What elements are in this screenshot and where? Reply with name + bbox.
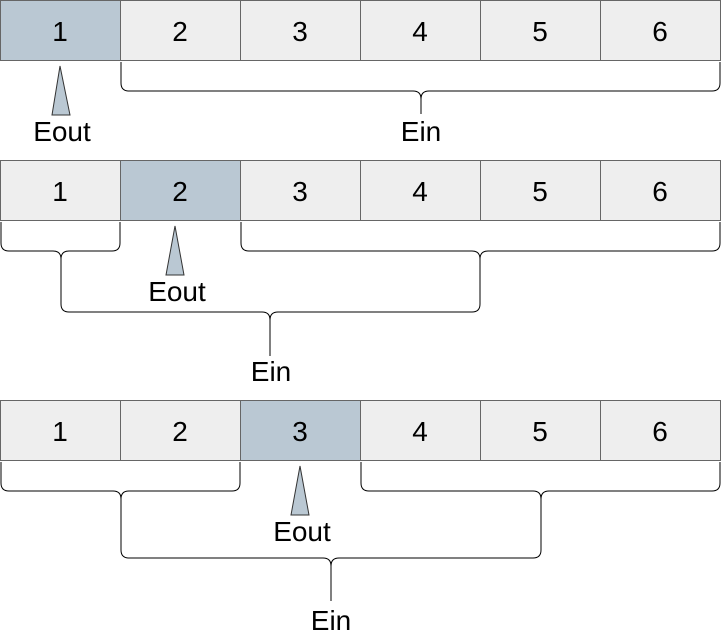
- cell-number: 2: [172, 416, 188, 447]
- ein-sub-brace-right: [240, 222, 721, 268]
- cell-number: 4: [412, 416, 428, 447]
- ein-label: Ein: [251, 356, 291, 387]
- cell-6: 6: [600, 0, 721, 61]
- ein-combining-brace: [120, 516, 542, 601]
- cell-box: [240, 160, 361, 221]
- cell-4: 4: [360, 400, 481, 461]
- ein-combining-brace: [60, 268, 481, 356]
- ein-brace: [120, 62, 721, 114]
- cell-box: [600, 160, 721, 221]
- eout-label: Eout: [148, 276, 206, 307]
- cell-box: [480, 0, 601, 61]
- ein-sub-brace-left: [0, 462, 241, 516]
- cell-number: 2: [172, 16, 188, 47]
- cell-6: 6: [600, 400, 721, 461]
- cell-box: [600, 400, 721, 461]
- eout-label: Eout: [33, 116, 91, 147]
- cell-box: [0, 160, 121, 221]
- cell-number: 1: [52, 16, 68, 47]
- cell-6: 6: [600, 160, 721, 221]
- cell-2: 2: [120, 0, 241, 61]
- cell-1: 1: [0, 0, 121, 61]
- ein-sub-brace-left: [0, 222, 121, 268]
- cell-number: 6: [652, 176, 668, 207]
- eout-marker-icon: [290, 465, 310, 516]
- fold-row-2: 1 2 3 4 5 6 Eout Ein: [0, 160, 721, 387]
- cell-3: 3: [240, 400, 361, 461]
- cell-box: [0, 0, 121, 61]
- cell-5: 5: [480, 0, 601, 61]
- cell-1: 1: [0, 160, 121, 221]
- cell-number: 3: [292, 16, 308, 47]
- cell-box: [240, 0, 361, 61]
- cell-number: 3: [292, 416, 308, 447]
- cell-box: [360, 160, 481, 221]
- cell-box: [120, 160, 241, 221]
- cell-box: [600, 0, 721, 61]
- cell-number: 4: [412, 176, 428, 207]
- cell-box: [0, 400, 121, 461]
- cell-box: [120, 0, 241, 61]
- cell-3: 3: [240, 0, 361, 61]
- cell-4: 4: [360, 160, 481, 221]
- cell-number: 1: [52, 416, 68, 447]
- cell-number: 4: [412, 16, 428, 47]
- cell-1: 1: [0, 400, 121, 461]
- cell-4: 4: [360, 0, 481, 61]
- cell-box: [120, 400, 241, 461]
- cell-5: 5: [480, 160, 601, 221]
- ein-label: Ein: [401, 116, 441, 147]
- cell-2: 2: [120, 400, 241, 461]
- cell-number: 2: [172, 176, 188, 207]
- fold-row-1: 1 2 3 4 5 6 Eout Ein: [0, 0, 721, 147]
- cell-2: 2: [120, 160, 241, 221]
- ein-sub-brace-right: [360, 462, 721, 516]
- cell-box: [480, 400, 601, 461]
- cell-number: 5: [532, 176, 548, 207]
- cell-box: [360, 0, 481, 61]
- cell-number: 5: [532, 16, 548, 47]
- cell-number: 3: [292, 176, 308, 207]
- fold-row-3: 1 2 3 4 5 6 Eout Ein: [0, 400, 721, 636]
- cell-box: [360, 400, 481, 461]
- ein-label: Ein: [311, 605, 351, 636]
- cell-number: 1: [52, 176, 68, 207]
- cell-5: 5: [480, 400, 601, 461]
- cell-number: 6: [652, 416, 668, 447]
- cell-number: 6: [652, 16, 668, 47]
- eout-label: Eout: [273, 516, 331, 547]
- eout-marker-icon: [165, 225, 185, 276]
- eout-marker-icon: [51, 65, 71, 116]
- cell-3: 3: [240, 160, 361, 221]
- cell-number: 5: [532, 416, 548, 447]
